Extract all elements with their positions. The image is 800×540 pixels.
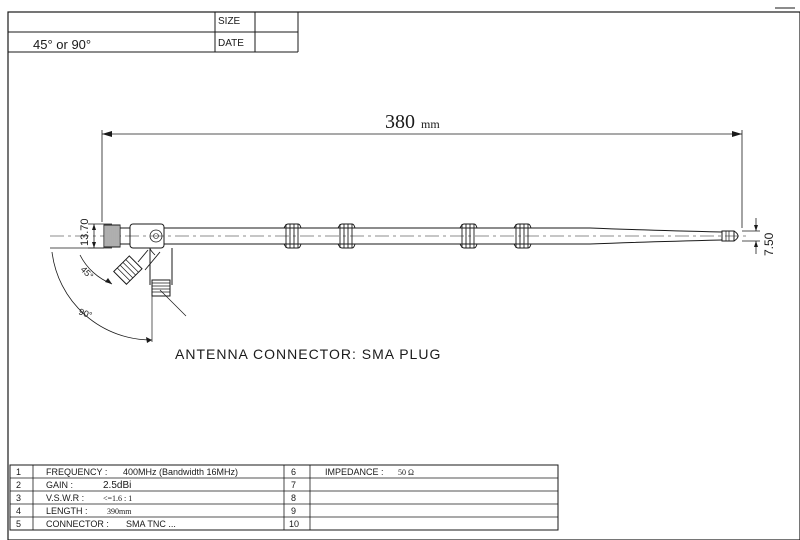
spec-value: 390mm	[107, 507, 132, 516]
spec-row-num: 5	[16, 519, 21, 529]
spec-label: V.S.W.R :	[46, 493, 84, 503]
spec-value: 2.5dBi	[103, 480, 131, 491]
length-value: 380	[385, 111, 415, 133]
spec-row-num: 3	[16, 493, 21, 503]
tip-diameter-label: 7.50	[762, 232, 776, 256]
drawing-border	[7, 11, 800, 540]
angle-note: 45° or 90°	[33, 37, 91, 52]
angle-arcs: 45° 90°	[50, 247, 187, 343]
antenna-body	[103, 223, 739, 249]
spec-row-num: 4	[16, 506, 21, 516]
title-block: 45° or 90° SIZE DATE	[8, 12, 299, 53]
spec-value: SMA TNC ...	[126, 519, 176, 529]
spec-value: 50 Ω	[398, 468, 414, 477]
connector-45-degree	[113, 249, 161, 285]
spec-row-num: 7	[291, 480, 296, 490]
tip-diameter-dimension: 7.50	[742, 218, 776, 256]
spec-table: 1 FREQUENCY : 400MHz (Bandwidth 16MHz) 6…	[9, 464, 559, 531]
spec-row-num: 2	[16, 480, 21, 490]
spec-value: <=1.6 : 1	[103, 494, 132, 503]
spec-row-num: 8	[291, 493, 296, 503]
spec-label: FREQUENCY :	[46, 467, 107, 477]
spec-value: 400MHz (Bandwidth 16MHz)	[123, 467, 238, 477]
connector-90-degree	[149, 247, 173, 297]
date-label: DATE	[218, 38, 244, 49]
spec-label: IMPEDANCE :	[325, 467, 384, 477]
size-label: SIZE	[218, 16, 241, 27]
base-height-label: 13.70	[79, 218, 91, 246]
spec-row-num: 1	[16, 467, 21, 477]
angle-90-label: 90°	[77, 306, 94, 320]
spec-row-num: 10	[289, 519, 299, 529]
length-dimension: 380 mm	[101, 111, 743, 228]
spec-row-num: 9	[291, 506, 296, 516]
spec-label: LENGTH :	[46, 506, 88, 516]
spec-label: CONNECTOR :	[46, 519, 109, 529]
angle-45-label: 45°	[79, 264, 96, 281]
spec-row-num: 6	[291, 467, 296, 477]
spec-label: GAIN :	[46, 480, 73, 490]
connector-note: ANTENNA CONNECTOR: SMA PLUG	[175, 346, 441, 362]
length-unit: mm	[421, 117, 440, 131]
